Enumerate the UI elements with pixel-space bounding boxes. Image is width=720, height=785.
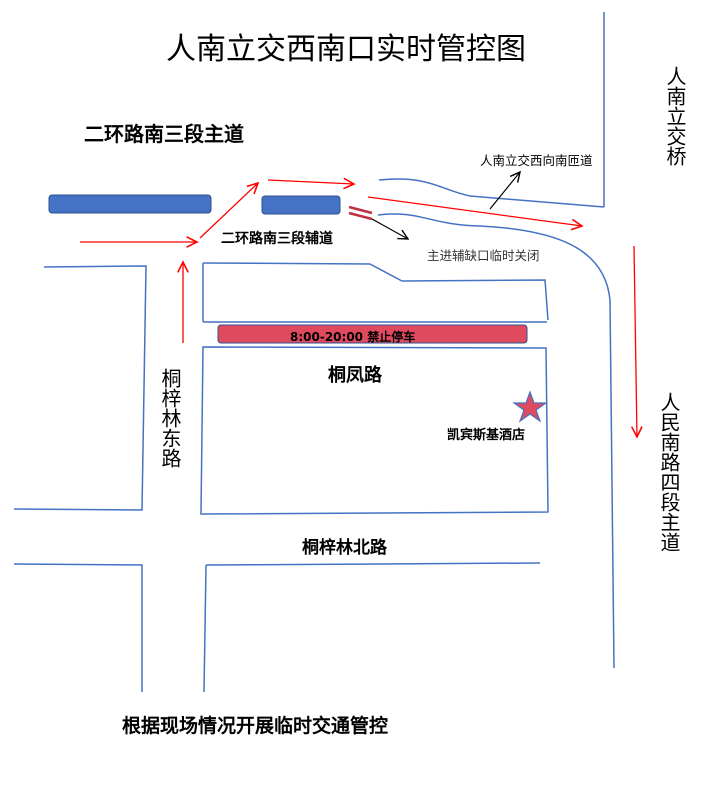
label-tongfeng-road: 桐凤路 (328, 365, 382, 386)
footer-note: 根据现场情况开展临时交通管控 (122, 715, 389, 737)
label-erhuan-aux: 二环路南三段辅道 (221, 231, 333, 247)
label-renmin-south: 人民南路四段主道 (657, 392, 681, 552)
label-rennan-bridge: 人南立交桥 (663, 66, 687, 166)
page-title: 人南立交西南口实时管控图 (166, 32, 526, 67)
label-ramp: 人南立交西向南匝道 (480, 153, 593, 168)
label-closure: 主进辅缺口临时关闭 (427, 248, 540, 263)
label-hotel: 凯宾斯基酒店 (447, 428, 526, 443)
hotel-star-icon (512, 390, 548, 423)
pointer-arrows (371, 172, 520, 239)
median-barriers (48, 194, 528, 344)
traffic-arrows (80, 180, 637, 437)
label-tongzilin-east: 桐梓林东路 (158, 368, 182, 468)
closed-gap-mark (348, 205, 373, 221)
no-parking-bar (217, 324, 528, 344)
label-erhuan-main: 二环路南三段主道 (84, 122, 244, 146)
barrier-2 (261, 195, 341, 215)
label-no-parking: 8:00-20:00 禁止停车 (290, 330, 416, 344)
barrier-1 (48, 194, 212, 214)
road-lines (13, 12, 615, 693)
label-tongzilin-north: 桐梓林北路 (302, 538, 387, 558)
